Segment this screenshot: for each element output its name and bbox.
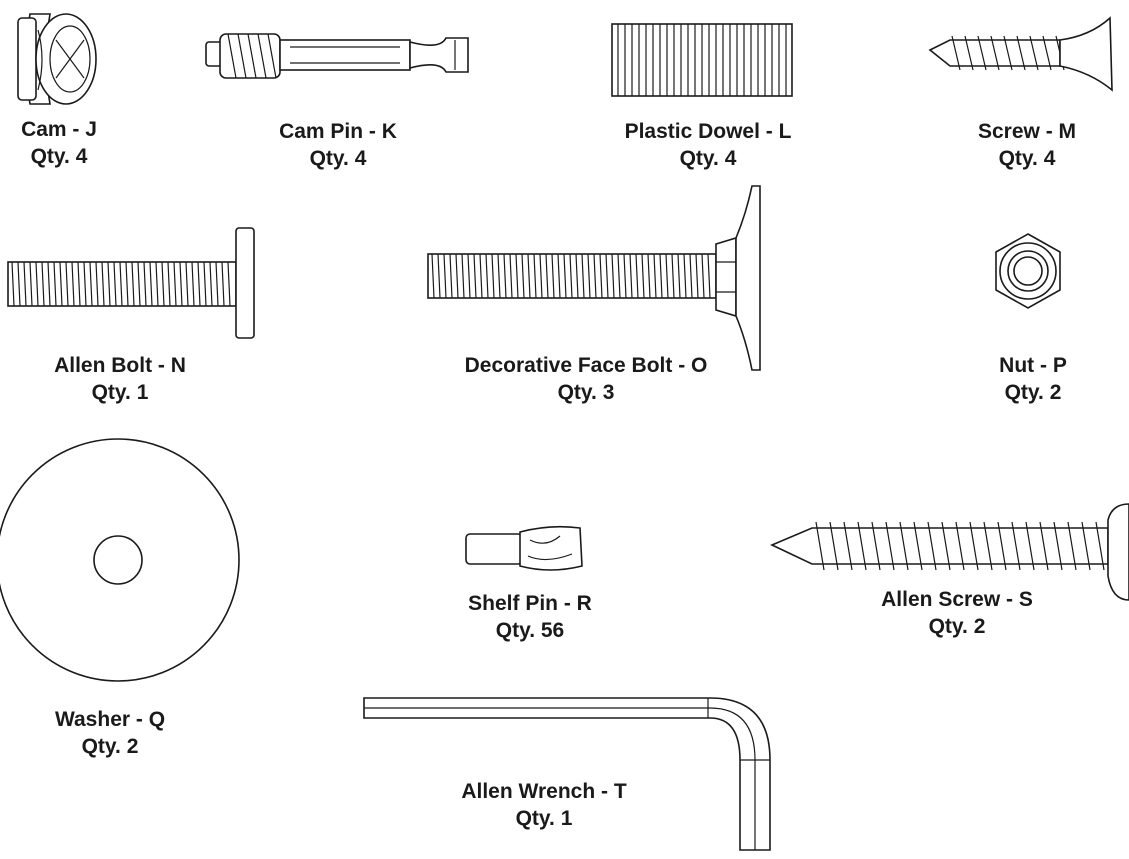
part-qty: Qty. 1 — [91, 381, 149, 404]
part-label-allen-screw: Allen Screw - S Qty. 2 — [881, 586, 1033, 640]
part-label-washer: Washer - Q Qty. 2 — [55, 706, 165, 760]
part-qty: Qty. 3 — [557, 381, 615, 404]
part-qty: Qty. 4 — [309, 147, 367, 170]
part-qty: Qty. 4 — [30, 145, 88, 168]
part-qty: Qty. 2 — [81, 735, 139, 758]
part-label-screw: Screw - M Qty. 4 — [978, 118, 1076, 172]
part-label-allen-bolt: Allen Bolt - N Qty. 1 — [54, 352, 186, 406]
part-qty: Qty. 2 — [1004, 381, 1062, 404]
part-name: Nut - P — [999, 354, 1067, 377]
hex-nut-icon — [995, 233, 1061, 309]
part-label-nut: Nut - P Qty. 2 — [999, 352, 1067, 406]
part-name: Plastic Dowel - L — [624, 120, 792, 143]
shelf-pin-icon — [465, 525, 583, 571]
plastic-dowel-icon — [611, 23, 793, 97]
part-name: Decorative Face Bolt - O — [464, 354, 708, 377]
part-name: Screw - M — [977, 120, 1077, 143]
part-label-allen-wrench: Allen Wrench - T Qty. 1 — [461, 778, 626, 832]
part-qty: Qty. 56 — [495, 619, 565, 642]
part-qty: Qty. 1 — [515, 807, 573, 830]
allen-wrench-icon — [363, 697, 771, 851]
part-name: Allen Bolt - N — [54, 354, 186, 377]
allen-bolt-icon — [7, 227, 255, 339]
cam-fitting-icon — [17, 13, 97, 105]
part-qty: Qty. 4 — [679, 147, 737, 170]
decorative-face-bolt-icon — [427, 185, 761, 371]
part-label-cam-pin: Cam Pin - K Qty. 4 — [279, 118, 397, 172]
cam-pin-icon — [205, 33, 469, 79]
part-name: Cam - J — [21, 118, 97, 141]
part-qty: Qty. 4 — [998, 147, 1056, 170]
part-name: Allen Wrench - T — [461, 780, 627, 803]
allen-screw-icon — [770, 503, 1129, 601]
part-label-face-bolt: Decorative Face Bolt - O Qty. 3 — [465, 352, 708, 406]
washer-icon — [0, 438, 240, 682]
part-name: Washer - Q — [54, 708, 166, 731]
screw-icon — [928, 16, 1113, 92]
part-qty: Qty. 2 — [928, 615, 986, 638]
part-name: Allen Screw - S — [881, 588, 1033, 611]
part-label-plastic-dowel: Plastic Dowel - L Qty. 4 — [625, 118, 792, 172]
part-name: Shelf Pin - R — [468, 592, 592, 615]
part-label-cam: Cam - J Qty. 4 — [21, 116, 97, 170]
part-label-shelf-pin: Shelf Pin - R Qty. 56 — [468, 590, 592, 644]
part-name: Cam Pin - K — [279, 120, 397, 143]
